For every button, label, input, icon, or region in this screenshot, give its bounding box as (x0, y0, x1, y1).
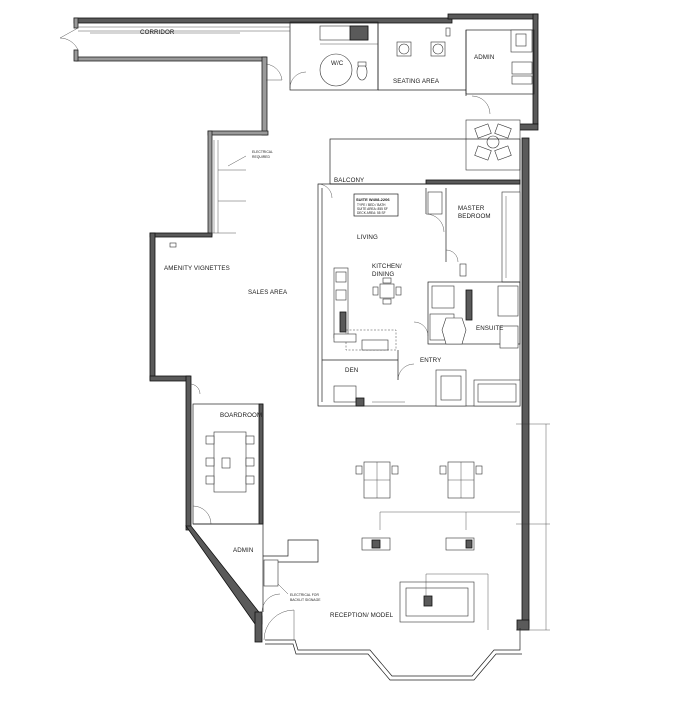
exterior-walls (73, 13, 539, 681)
wc-label: W/C (331, 60, 344, 67)
corridor-label: CORRIDOR (140, 29, 175, 36)
admin-bottom-room: ADMIN ELECTRICAL FOR BACKLIT SIGNAGE (193, 523, 321, 613)
electrical-required-note-2: REQUIRED (252, 155, 270, 159)
amenity-vignettes: ELECTRICAL REQUIRED AMENITY VIGNETTES (164, 140, 273, 272)
display-counters (361, 423, 550, 631)
suite-box-line3: DECK AREA: 55 SF (357, 211, 386, 215)
kitchen-label-2: DINING (372, 271, 394, 278)
master-bedroom-label-2: BEDROOM (458, 213, 491, 220)
kitchen-label-1: KITCHEN/ (372, 263, 402, 270)
den-label: DEN (345, 367, 358, 374)
electrical-required-note-1: ELECTRICAL (252, 150, 273, 154)
ensuite-label: ENSUITE (476, 325, 504, 332)
balcony-label: BALCONY (334, 177, 364, 184)
entry-label: ENTRY (420, 357, 441, 364)
electrical-signage-note-1: ELECTRICAL FOR (290, 593, 319, 597)
reception: RECEPTION/ MODEL (263, 573, 489, 641)
model-suite: BALCONY SUITE W408-2206 TYPE / BED / BAT… (317, 138, 521, 407)
door-swings (189, 183, 459, 395)
master-bedroom-label-1: MASTER (458, 205, 485, 212)
sales-tables (355, 461, 483, 499)
boardroom-label: BOARDROOM (220, 412, 262, 419)
living-label: LIVING (357, 234, 378, 241)
admin-top-label: ADMIN (474, 54, 494, 61)
admin-bottom-label: ADMIN (233, 547, 253, 554)
wc-room: W/C (289, 21, 379, 91)
sales-area-label: SALES AREA (248, 289, 288, 296)
amenity-vignettes-label: AMENITY VIGNETTES (164, 265, 230, 272)
suite-box-line2: SUITE AREA: 855 SF (357, 207, 388, 211)
suite-box-title: SUITE W408-2206 (356, 197, 390, 202)
reception-label: RECEPTION/ MODEL (330, 612, 394, 619)
corridor: CORRIDOR (59, 26, 290, 81)
admin-top-room: ADMIN (465, 29, 535, 115)
electrical-signage-note-2: BACKLIT SIGNAGE (290, 598, 321, 602)
suite-box-line1: TYPE / BED / BATH (357, 203, 386, 207)
boardroom: BOARDROOM (192, 403, 264, 525)
upper-right-lounge (465, 119, 521, 171)
seating-area-label: SEATING AREA (393, 78, 440, 85)
seating-area: SEATING AREA (377, 22, 467, 96)
